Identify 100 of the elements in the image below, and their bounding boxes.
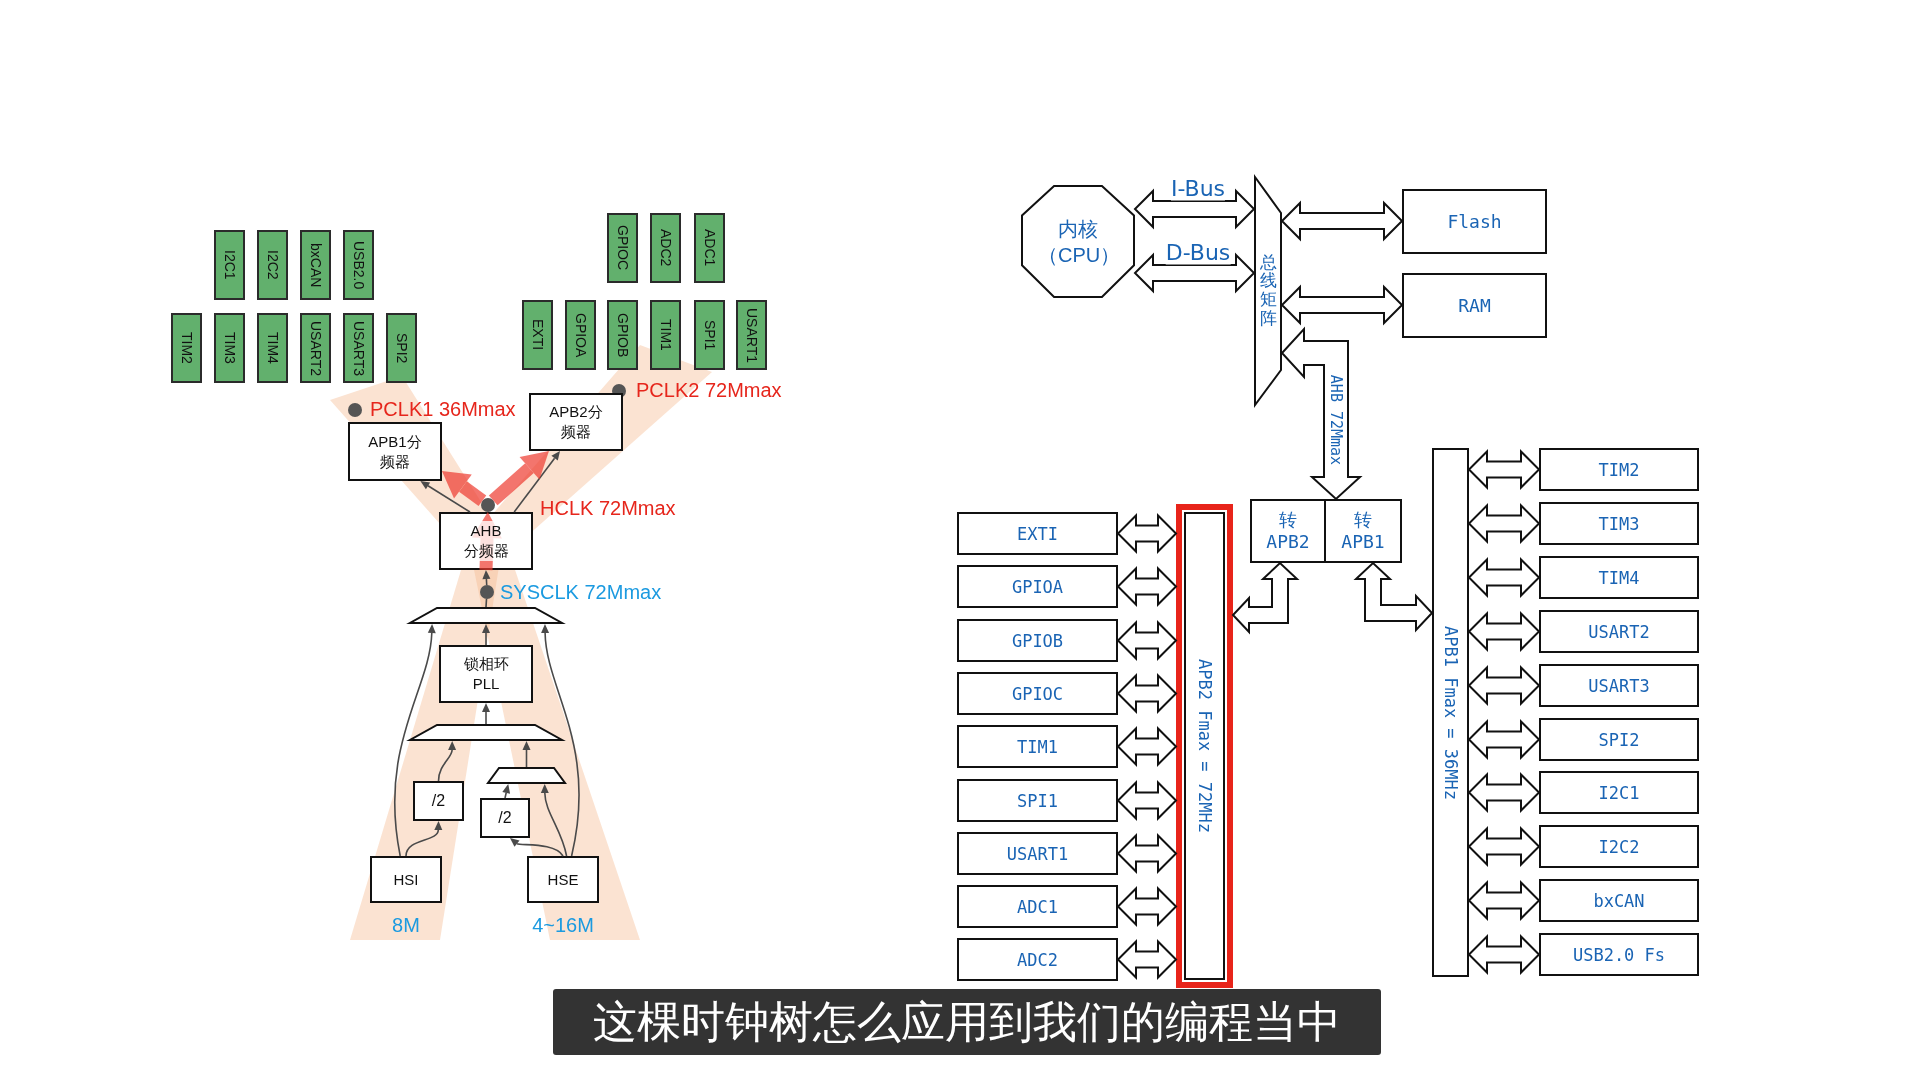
module-box: GPIOB <box>957 619 1118 662</box>
process-box: AHB 分频器 <box>439 512 533 570</box>
peripheral-tile: USB2.0 <box>343 230 374 300</box>
double-block-arrow <box>1467 934 1541 975</box>
peripheral-tile: TIM2 <box>171 313 202 383</box>
module-box: I2C2 <box>1539 825 1699 868</box>
process-box: /2 <box>413 781 464 821</box>
double-block-arrow <box>1467 665 1541 706</box>
frequency-label: 4~16M <box>532 913 594 937</box>
bus-bar: APB2 Fmax = 72MHz <box>1176 504 1233 988</box>
mux-trapezoid <box>409 724 563 741</box>
double-block-arrow <box>1231 561 1300 635</box>
arrow <box>405 821 443 857</box>
double-block-arrow <box>1116 566 1178 607</box>
arrow <box>482 570 491 586</box>
module-box: USB2.0 Fs <box>1539 933 1699 976</box>
module-box: ADC2 <box>957 938 1118 981</box>
arrow <box>502 784 511 799</box>
module-box: bxCAN <box>1539 879 1699 922</box>
peripheral-tile: TIM3 <box>214 313 245 383</box>
double-block-arrow <box>1467 880 1541 921</box>
module-box: RAM <box>1402 273 1547 338</box>
double-block-arrow <box>1116 886 1178 927</box>
module-box: TIM4 <box>1539 556 1699 599</box>
mux-trapezoid <box>409 607 563 624</box>
peripheral-tile: ADC1 <box>694 213 725 283</box>
module-box: SPI2 <box>1539 718 1699 761</box>
peripheral-tile: USART1 <box>736 300 767 370</box>
arrow <box>482 703 490 725</box>
module-box: I2C1 <box>1539 771 1699 814</box>
clock-label: HCLK 72Mmax <box>540 496 676 520</box>
peripheral-tile: ADC2 <box>650 213 681 283</box>
double-block-arrow <box>1133 188 1256 230</box>
peripheral-tile: GPIOA <box>565 300 596 370</box>
process-box: 锁相环 PLL <box>439 645 533 703</box>
peripheral-tile: GPIOB <box>607 300 638 370</box>
bus-matrix: 总线矩阵 <box>1254 176 1282 406</box>
double-block-arrow <box>1467 449 1541 490</box>
double-block-arrow <box>1280 284 1404 326</box>
peripheral-tile: SPI2 <box>386 313 417 383</box>
arrow <box>508 839 564 857</box>
module-box: USART2 <box>1539 610 1699 653</box>
subtitle-caption: 这棵时钟树怎么应用到我们的编程当中 <box>553 989 1381 1055</box>
process-box: HSI <box>370 856 442 903</box>
module-box: EXTI <box>957 512 1118 555</box>
peripheral-tile: GPIOC <box>607 213 638 283</box>
frequency-label: 8M <box>392 913 420 937</box>
highlight-arrow <box>441 471 487 507</box>
clock-label: SYSCLK 72Mmax <box>500 580 662 604</box>
double-block-arrow <box>1280 200 1404 242</box>
peripheral-tile: SPI1 <box>694 300 725 370</box>
arrow <box>513 451 560 513</box>
process-box: APB1分频器 <box>348 422 442 481</box>
double-block-arrow <box>1467 719 1541 760</box>
module-box: USART1 <box>957 832 1118 875</box>
junction-dot <box>348 403 362 417</box>
module-box: 转APB2 <box>1250 499 1326 563</box>
arrow <box>541 624 580 857</box>
module-box: 转APB1 <box>1324 499 1402 563</box>
double-block-arrow <box>1133 252 1256 294</box>
double-block-arrow <box>1467 826 1541 867</box>
clock-label: PCLK1 36Mmax <box>370 397 516 421</box>
arrow <box>420 481 471 513</box>
peripheral-tile: I2C1 <box>214 230 245 300</box>
double-block-arrow <box>1353 561 1434 633</box>
double-block-arrow <box>1116 673 1178 714</box>
module-box: GPIOA <box>957 565 1118 608</box>
double-block-arrow <box>1116 833 1178 874</box>
double-block-arrow <box>1467 772 1541 813</box>
process-box: HSE <box>527 856 599 903</box>
module-box: SPI1 <box>957 779 1118 822</box>
module-box: ADC1 <box>957 885 1118 928</box>
line <box>485 598 488 608</box>
bus-bar: APB1 Fmax = 36MHz <box>1432 448 1469 977</box>
double-block-arrow <box>1467 611 1541 652</box>
module-box: Flash <box>1402 189 1547 254</box>
module-box: GPIOC <box>957 672 1118 715</box>
junction-dot <box>481 498 495 512</box>
double-block-arrow <box>1467 557 1541 598</box>
module-box: TIM2 <box>1539 448 1699 491</box>
double-block-arrow <box>1116 513 1178 554</box>
peripheral-tile: bxCAN <box>300 230 331 300</box>
arrow <box>540 784 568 857</box>
process-box: APB2分频器 <box>529 393 623 451</box>
peripheral-tile: TIM1 <box>650 300 681 370</box>
double-block-arrow <box>1116 726 1178 767</box>
mux-trapezoid <box>487 767 566 784</box>
module-box: TIM1 <box>957 725 1118 768</box>
junction-dot <box>480 585 494 599</box>
double-block-arrow <box>1116 620 1178 661</box>
process-box: /2 <box>480 798 530 838</box>
arrow <box>482 624 490 646</box>
arrow <box>437 741 457 782</box>
peripheral-tile: EXTI <box>522 300 553 370</box>
double-block-arrow <box>1116 939 1178 980</box>
peripheral-tile: USART2 <box>300 313 331 383</box>
module-box: TIM3 <box>1539 502 1699 545</box>
peripheral-tile: TIM4 <box>257 313 288 383</box>
double-block-arrow <box>1467 503 1541 544</box>
arrow <box>522 741 531 768</box>
